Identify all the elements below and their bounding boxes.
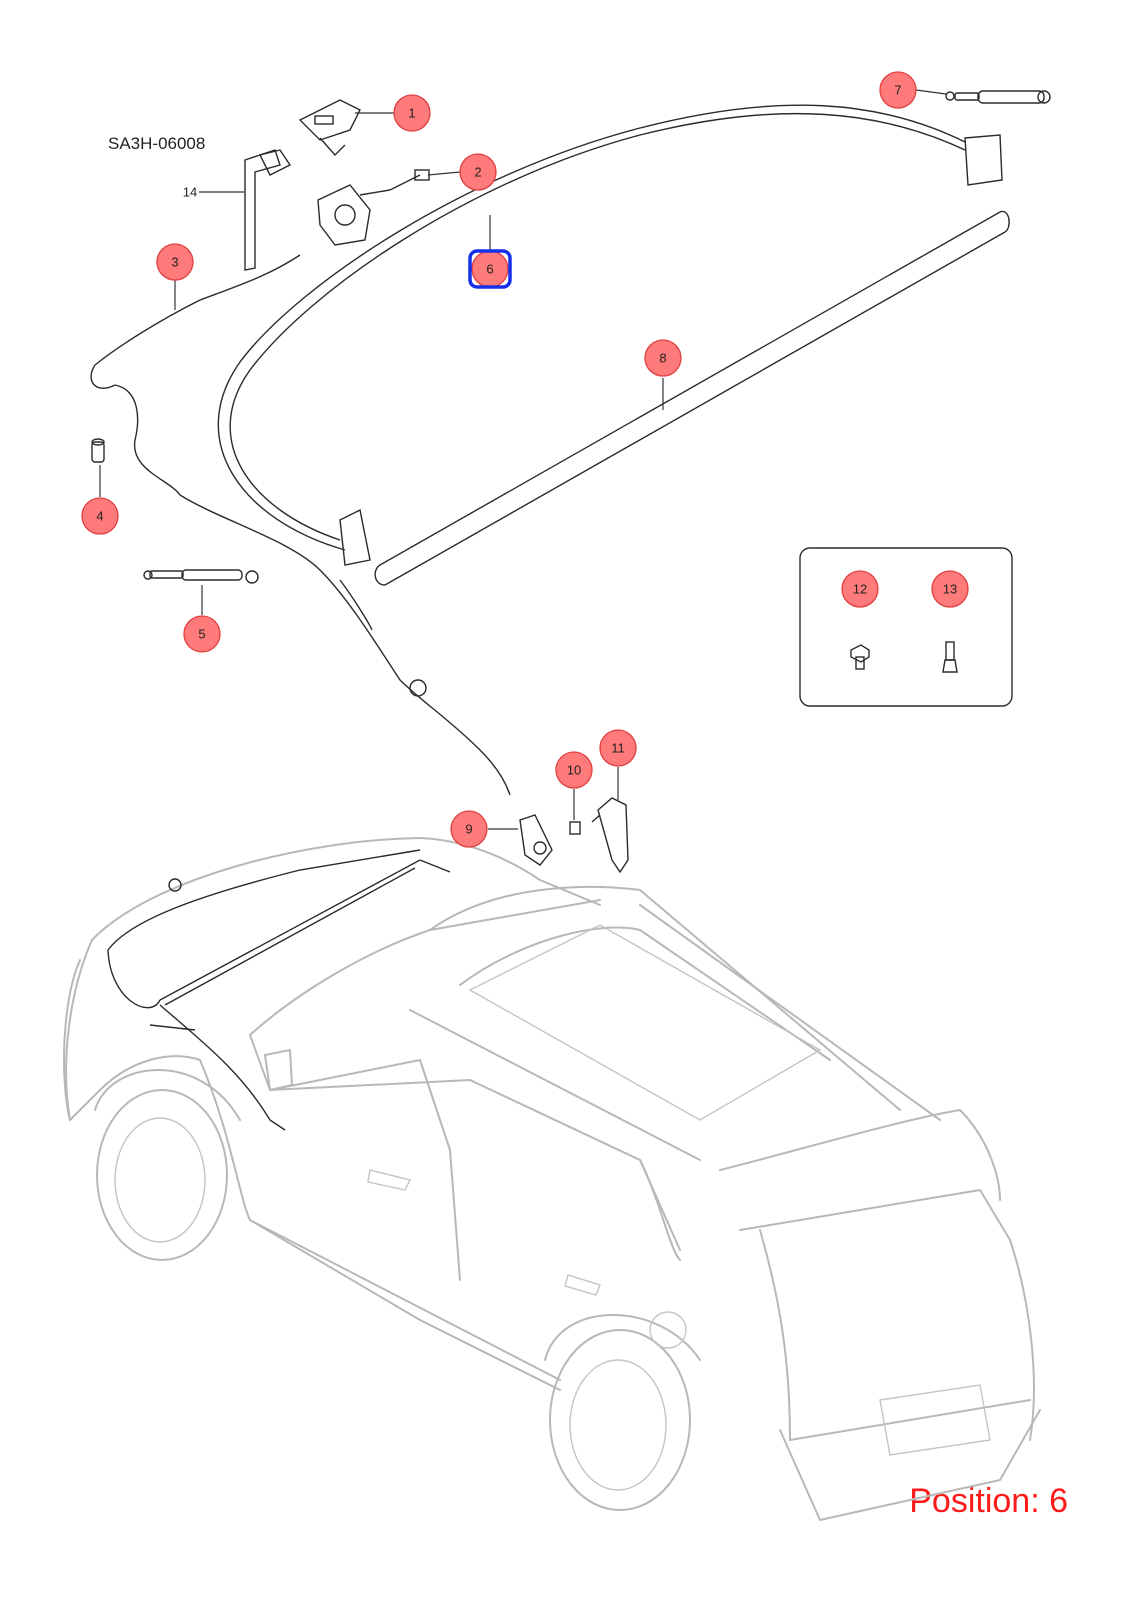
- release-cable-3: [90, 254, 511, 796]
- callout-13[interactable]: 13: [931, 570, 969, 608]
- callout-circle: [931, 570, 969, 608]
- bumper-4: [91, 438, 105, 463]
- gas-strut-7: [945, 90, 1051, 104]
- callout-4[interactable]: 4: [81, 497, 119, 535]
- callout-number: 5: [198, 627, 205, 642]
- callout-1[interactable]: 1: [393, 94, 431, 132]
- callout-circle: [450, 810, 488, 848]
- callout-7[interactable]: 7: [879, 71, 917, 109]
- bracket-14: [244, 149, 281, 271]
- callout-10[interactable]: 10: [555, 751, 593, 789]
- callout-5[interactable]: 5: [183, 615, 221, 653]
- callout-circle: [879, 71, 917, 109]
- callout-number: 7: [894, 83, 901, 98]
- leader-lines: [99, 89, 947, 830]
- callout-number: 1: [408, 106, 415, 121]
- callout-circle: [393, 94, 431, 132]
- callout-number: 6: [486, 262, 493, 277]
- hood-seal-6: [217, 104, 1003, 566]
- callout-8[interactable]: 8: [644, 339, 682, 377]
- callout-6[interactable]: 6: [468, 249, 512, 289]
- callout-number: 8: [659, 351, 666, 366]
- callout-14[interactable]: 14: [183, 185, 197, 200]
- callout-number: 11: [611, 741, 625, 756]
- callout-circle: [156, 243, 194, 281]
- callout-circle: [459, 153, 497, 191]
- fastener-inset-box: [799, 547, 1013, 707]
- callout-number: 4: [96, 509, 103, 524]
- diagram-code: SA3H-06008: [108, 134, 206, 153]
- callout-number: 13: [943, 582, 957, 597]
- gas-strut-5: [143, 569, 259, 584]
- callout-number: 2: [474, 165, 481, 180]
- callout-circle: [644, 339, 682, 377]
- callout-circle: [555, 751, 593, 789]
- callout-circle: [81, 497, 119, 535]
- callout-circle: [183, 615, 221, 653]
- callout-12[interactable]: 12: [841, 570, 879, 608]
- callout-number: 10: [567, 763, 581, 778]
- callout-number: 12: [853, 582, 867, 597]
- callout-11[interactable]: 11: [599, 729, 637, 767]
- callout-circle: [841, 570, 879, 608]
- selected-highlight: [468, 249, 512, 289]
- release-handle-assembly: [519, 797, 629, 874]
- vehicle-outline: [63, 837, 1041, 1521]
- callout-2[interactable]: 2: [459, 153, 497, 191]
- callout-9[interactable]: 9: [450, 810, 488, 848]
- callout-circle: [599, 729, 637, 767]
- callout-number: 14: [183, 185, 197, 200]
- rubber-strip-8: [374, 210, 1010, 586]
- callout-3[interactable]: 3: [156, 243, 194, 281]
- callout-number: 9: [465, 822, 472, 837]
- callout-number: 3: [171, 255, 178, 270]
- position-indicator: Position: 6: [909, 1482, 1068, 1520]
